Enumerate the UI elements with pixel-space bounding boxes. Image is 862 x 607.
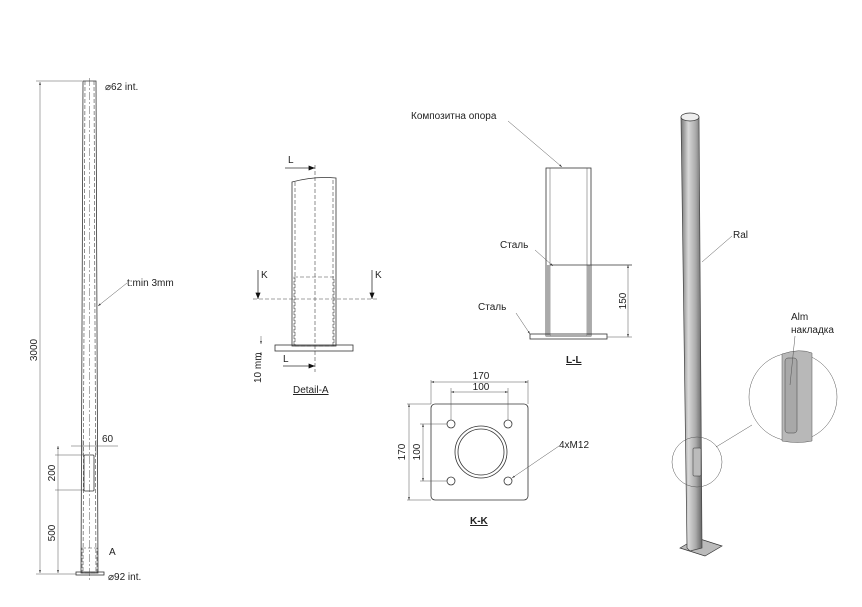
bolt-hole <box>503 476 513 486</box>
section-l-label-top: L <box>288 155 294 166</box>
top-diameter-label: ⌀62 int. <box>105 82 138 93</box>
plate-width-dimension: 170 <box>473 371 490 382</box>
bolt-hole <box>446 476 456 486</box>
detail-marker: A <box>109 547 116 558</box>
door-offset-dimension: 500 <box>47 524 58 541</box>
plate-thickness-dimension: 10 mm <box>253 352 264 383</box>
section-k-label-left: K <box>261 270 268 281</box>
section-ll-view: 150 Композитна опора Сталь Сталь L-L <box>411 111 632 366</box>
bolt-holes-label: 4xM12 <box>559 440 589 451</box>
section-kk-view: 170 100 170 100 4xM12 K-K <box>397 371 589 527</box>
base-plate-top <box>430 403 529 501</box>
sleeve-height-dimension: 150 <box>618 292 629 309</box>
cover-label-line2: накладка <box>791 325 834 336</box>
steel-sleeve-label: Сталь <box>500 240 528 251</box>
detail-a-view: K K L L 10 mm Detail-A <box>253 155 382 396</box>
wall-thickness-label: t:min 3mm <box>127 278 174 289</box>
bottom-diameter-label: ⌀92 int. <box>108 572 141 583</box>
height-dimension: 3000 <box>29 338 40 361</box>
cover-label-line1: Alm <box>791 312 808 323</box>
detail-a-title: Detail-A <box>293 385 329 396</box>
section-kk-title: K-K <box>470 516 489 527</box>
door-width-dimension: 60 <box>102 434 114 445</box>
bolt-hole <box>503 419 513 429</box>
door-opening <box>83 454 95 492</box>
steel-plate-label: Сталь <box>478 302 506 313</box>
ral-label: Ral <box>733 230 748 241</box>
hole-spacing-x-dimension: 100 <box>473 382 490 393</box>
hole-spacing-y-dimension: 100 <box>412 443 423 460</box>
isometric-view: Ral Alm накладка <box>671 112 838 557</box>
bolt-hole <box>446 419 456 429</box>
plate-height-dimension: 170 <box>397 443 408 460</box>
composite-pole-label: Композитна опора <box>411 111 497 122</box>
iso-pole <box>680 116 703 552</box>
section-l-label-bottom: L <box>283 354 289 365</box>
section-k-label-right: K <box>375 270 382 281</box>
pole-elevation-view: 3000 ⌀62 int. t:min 3mm 60 200 500 A ⌀92… <box>29 78 174 583</box>
detail-circle-small <box>671 436 723 488</box>
detail-a-region <box>81 547 98 574</box>
door-height-dimension: 200 <box>47 464 58 481</box>
pole-outline <box>80 80 99 574</box>
section-ll-title: L-L <box>566 355 582 366</box>
base-plate <box>75 571 105 576</box>
